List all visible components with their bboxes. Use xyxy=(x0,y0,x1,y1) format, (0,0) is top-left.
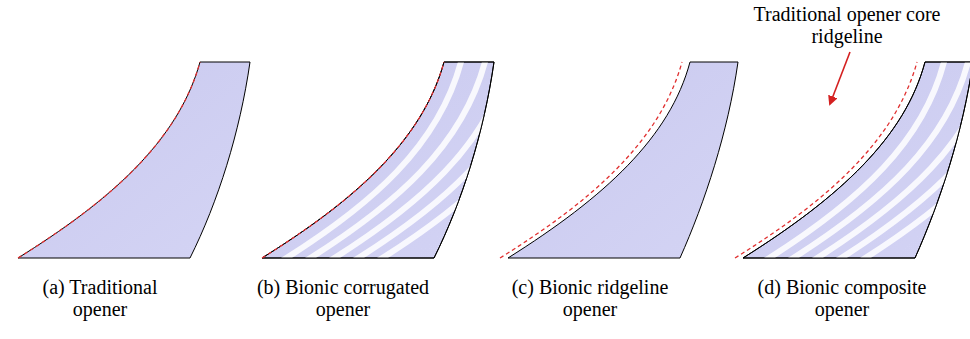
caption: (c) Bionic ridgeline opener xyxy=(488,276,693,320)
callout-label: Traditional opener core ridgeline xyxy=(727,3,967,47)
callout-arrow xyxy=(830,52,850,104)
composite-opener xyxy=(735,58,970,262)
traditional-opener xyxy=(18,62,250,258)
caption: (d) Bionic composite opener xyxy=(737,276,947,320)
corrugated-opener xyxy=(262,58,558,262)
ridgeline-opener xyxy=(500,62,738,258)
caption: (a) Traditional opener xyxy=(18,276,183,320)
caption: (b) Bionic corrugated opener xyxy=(236,276,451,320)
